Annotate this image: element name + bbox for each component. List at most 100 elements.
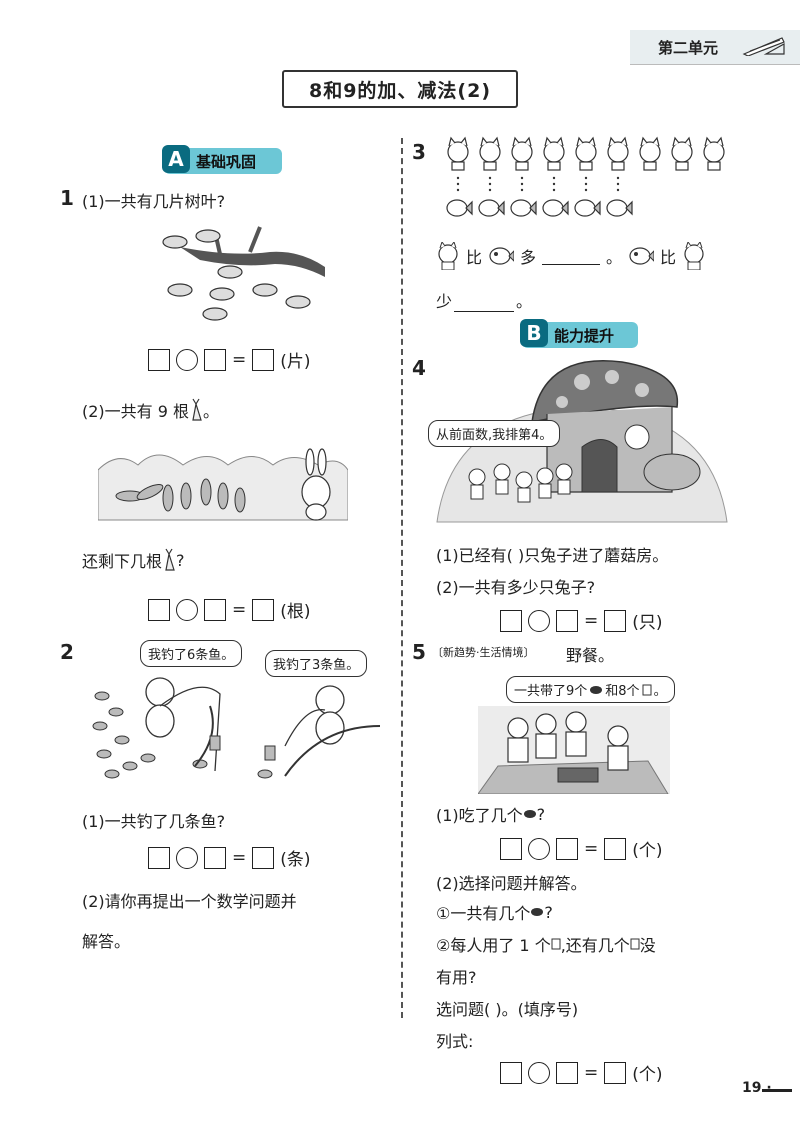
q1-number: 1 — [60, 186, 74, 210]
column-divider — [401, 138, 403, 1018]
carrot-icon — [165, 548, 175, 571]
cat-icon — [639, 136, 661, 171]
q5-formula-label: 列式: — [436, 1032, 474, 1051]
blank-line[interactable] — [454, 295, 515, 312]
operator-circle[interactable] — [176, 846, 198, 869]
equals-sign: = — [584, 610, 599, 631]
q5-bubble-text-c: 。 — [653, 684, 667, 699]
section-b-badge: B — [520, 319, 548, 347]
section-b-label: 能力提升 — [554, 327, 615, 345]
q5-bubble-text-b: 和8个 — [605, 684, 640, 699]
q1-part2-text: (2)一共有 9 根 — [82, 402, 190, 421]
q4-speech-bubble: 从前面数,我排第4。 — [428, 420, 561, 447]
q2-number: 2 — [60, 640, 74, 664]
q1-part2-end: 。 — [203, 402, 220, 421]
section-a-header: A 基础巩固 — [162, 145, 282, 174]
answer-box[interactable] — [204, 846, 226, 869]
q4-number: 4 — [412, 356, 426, 380]
cat-icon — [703, 136, 725, 171]
operator-circle[interactable] — [528, 1061, 550, 1084]
answer-box[interactable] — [252, 348, 275, 371]
fish-icon — [574, 199, 601, 217]
q5-choose: 选问题( )。(填序号) — [436, 1000, 579, 1019]
answer-box[interactable] — [252, 846, 275, 869]
rabbit-carrots-illustration — [98, 448, 348, 521]
cat-icon — [684, 242, 704, 270]
answer-box[interactable] — [500, 609, 522, 632]
q1-remain: 还剩下几根 ? — [82, 548, 185, 572]
fish-icon — [489, 247, 515, 265]
tree-branch-leaves-illustration — [162, 226, 325, 321]
unit-label: (条) — [280, 850, 311, 870]
answer-box[interactable] — [148, 598, 170, 621]
answer-box[interactable] — [556, 837, 578, 860]
bread-icon — [531, 908, 544, 916]
q5-part1: (1)吃了几个 ? — [436, 802, 545, 826]
cat-icon — [447, 136, 469, 171]
q3-compare-text-2: 比 — [660, 248, 677, 267]
fish-icon — [510, 199, 537, 217]
match-dot — [616, 188, 620, 192]
page-number-rule — [762, 1089, 792, 1092]
unit-label: 第二单元 — [658, 39, 719, 57]
match-dot — [488, 176, 492, 180]
q3-period-2: 。 — [516, 292, 533, 311]
operator-circle[interactable] — [528, 609, 550, 632]
cat-icon — [671, 136, 693, 171]
fish-icon — [542, 199, 569, 217]
unit-label: (根) — [280, 602, 311, 622]
cat-icon — [543, 136, 565, 171]
blank-line[interactable] — [542, 248, 601, 265]
q5-equation-1: = (个) — [500, 836, 663, 861]
operator-circle[interactable] — [528, 837, 550, 860]
cats-fishing-illustration — [92, 677, 380, 779]
answer-box[interactable] — [604, 1061, 627, 1084]
carrot-icon — [192, 398, 202, 421]
answer-box[interactable] — [500, 837, 522, 860]
answer-box[interactable] — [604, 837, 627, 860]
unit-tab: 第二单元 — [630, 30, 800, 65]
operator-circle[interactable] — [176, 598, 198, 621]
match-dot — [552, 188, 556, 192]
q5-option2-text-b: ,还有几个 — [560, 936, 630, 955]
q5-option1-end: ? — [544, 902, 553, 922]
answer-box[interactable] — [148, 348, 170, 371]
q5-bubble-text-a: 一共带了9个 — [514, 684, 588, 699]
match-dot — [520, 182, 524, 186]
answer-box[interactable] — [252, 598, 275, 621]
cat-icon — [479, 136, 501, 171]
section-b-header: B 能力提升 — [520, 319, 638, 348]
answer-box[interactable] — [556, 609, 578, 632]
answer-box[interactable] — [500, 1061, 522, 1084]
q3-line1: 比 多 。 比 — [436, 242, 706, 270]
cup-icon — [551, 938, 561, 950]
q4-part2: (2)一共有多少只兔子? — [436, 578, 596, 597]
cat-icon — [575, 136, 597, 171]
match-dot — [584, 188, 588, 192]
match-dot — [520, 176, 524, 180]
answer-box[interactable] — [204, 348, 226, 371]
answer-box[interactable] — [148, 846, 170, 869]
answer-box[interactable] — [556, 1061, 578, 1084]
page-number: 19 · — [742, 1080, 772, 1096]
match-dot — [616, 182, 620, 186]
fish-icon — [478, 199, 505, 217]
answer-box[interactable] — [604, 609, 627, 632]
match-dot — [456, 176, 460, 180]
cat-icon — [438, 242, 458, 270]
q2-part2-line1: (2)请你再提出一个数学问题并 — [82, 892, 297, 911]
q1-remain-text: 还剩下几根 — [82, 552, 163, 571]
operator-circle[interactable] — [176, 348, 198, 371]
q5-option2-text-c: 没 — [639, 936, 656, 955]
q3-less-text: 少 — [436, 292, 453, 311]
match-dot — [552, 182, 556, 186]
q1-remain-end: ? — [176, 550, 185, 570]
answer-box[interactable] — [204, 598, 226, 621]
fish-icon — [446, 199, 473, 217]
match-dot — [456, 188, 460, 192]
section-a-label: 基础巩固 — [196, 153, 257, 171]
q5-part1-end: ? — [536, 804, 546, 824]
equals-sign: = — [584, 838, 599, 859]
q5-option2-line2: 有用? — [436, 968, 477, 987]
q5-equation-2: = (个) — [500, 1060, 663, 1085]
